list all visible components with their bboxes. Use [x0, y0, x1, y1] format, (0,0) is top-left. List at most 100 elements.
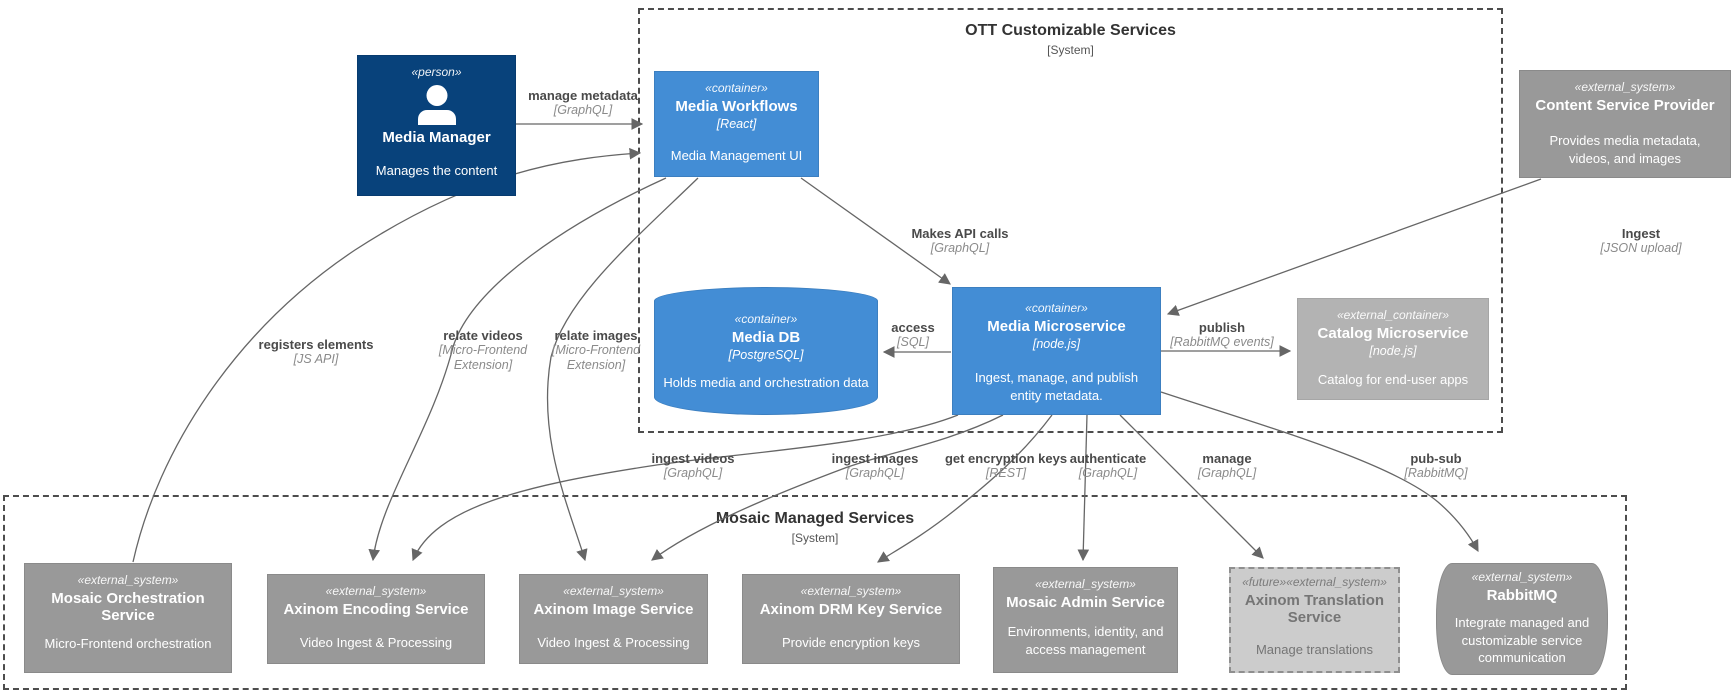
node-name: Media Microservice — [987, 318, 1126, 335]
node-media-workflows: «container» Media Workflows [React] Medi… — [654, 71, 819, 177]
node-stereotype: «external_system» — [1471, 570, 1573, 584]
edge-tech-text: [REST] — [985, 466, 1027, 481]
edge-tech-text: [Micro-Frontend Extension] — [438, 343, 528, 373]
node-rabbitmq: «external_system» RabbitMQ Integrate man… — [1436, 563, 1608, 675]
edge-label-text: registers elements — [258, 337, 374, 352]
node-axinom-drm-key-service: «external_system» Axinom DRM Key Service… — [742, 574, 960, 664]
boundary-title: OTT Customizable Services [System] — [640, 22, 1501, 57]
edge-tech-text: [RabbitMQ] — [1404, 466, 1468, 481]
node-name: Axinom Image Service — [533, 601, 694, 618]
node-stereotype: «external_system» — [77, 573, 179, 587]
node-description: Catalog for end-user apps — [1317, 372, 1469, 388]
node-mosaic-admin-service: «external_system» Mosaic Admin Service E… — [993, 567, 1178, 673]
edge-label-ingest: Ingest [JSON upload] — [1600, 226, 1681, 256]
edge-label-text: relate videos — [443, 328, 523, 343]
edge-label-text: relate images — [554, 328, 638, 343]
edge-label-text: manage metadata — [528, 88, 638, 103]
edge-tech-text: [SQL] — [897, 335, 929, 350]
node-name: Axinom Translation Service — [1244, 592, 1385, 627]
node-name: Media DB — [731, 329, 801, 346]
node-axinom-translation-service: «future»«external_system» Axinom Transla… — [1229, 567, 1400, 673]
node-name: Content Service Provider — [1535, 97, 1715, 114]
edge-label-publish: publish [RabbitMQ events] — [1170, 320, 1274, 350]
edge-label-manage-metadata: manage metadata [GraphQL] — [528, 88, 638, 118]
node-name: Mosaic Admin Service — [1006, 594, 1165, 611]
node-stereotype: «external_system» — [563, 584, 664, 598]
node-technology: [React] — [716, 117, 757, 132]
edge-label-text: ingest images — [831, 451, 919, 466]
node-stereotype: «future»«external_system» — [1242, 575, 1387, 589]
edge-tech-text: [GraphQL] — [553, 103, 613, 118]
edge-tech-text: [GraphQL] — [845, 466, 905, 481]
edge-relate-videos-line — [368, 177, 667, 562]
boundary-ott-customizable-services: OTT Customizable Services [System] — [638, 8, 1503, 433]
edge-label-makes-api-calls: Makes API calls [GraphQL] — [911, 226, 1008, 256]
boundary-mosaic-managed-services: Mosaic Managed Services [System] — [3, 495, 1627, 690]
edge-label-text: ingest videos — [651, 451, 735, 466]
node-description: Micro-Frontend orchestration — [44, 635, 212, 651]
node-stereotype: «external_system» — [1035, 577, 1136, 591]
node-stereotype: «external_system» — [1574, 80, 1676, 94]
node-description: Video Ingest & Processing — [299, 635, 453, 651]
node-mosaic-orchestration-service: «external_system» Mosaic Orchestration S… — [24, 563, 232, 673]
boundary-title-text: Mosaic Managed Services — [715, 510, 915, 527]
edge-label-relate-videos: relate videos [Micro-Frontend Extension] — [424, 328, 542, 373]
edge-ingest-images-line — [651, 414, 1004, 561]
node-stereotype: «container» — [705, 81, 768, 95]
edge-registers-elements-line — [132, 147, 642, 563]
edge-label-text: manage — [1202, 451, 1252, 466]
node-stereotype: «container» — [1025, 301, 1088, 315]
edge-label-pub-sub: pub-sub [RabbitMQ] — [1404, 451, 1467, 481]
node-media-microservice: «container» Media Microservice [node.js]… — [952, 287, 1161, 415]
edge-label-text: publish — [1198, 320, 1246, 335]
node-description: Video Ingest & Processing — [537, 635, 690, 651]
node-stereotype: «person» — [411, 65, 462, 79]
edge-makes-api-calls-line — [800, 177, 951, 285]
edge-tech-text: [RabbitMQ events] — [1170, 335, 1274, 350]
node-media-manager: «person» Media Manager Manages the conte… — [357, 55, 516, 196]
edge-tech-text: [JS API] — [293, 352, 339, 367]
node-description: Provides media metadata, videos, and ima… — [1549, 133, 1701, 166]
edge-tech-text: [GraphQL] — [1078, 466, 1138, 481]
boundary-title-text: OTT Customizable Services — [965, 22, 1176, 39]
edge-label-get-encryption-keys: get encryption keys [REST] — [945, 451, 1067, 481]
node-technology: [node.js] — [1369, 344, 1417, 359]
node-technology: [node.js] — [1032, 337, 1081, 352]
edge-label-manage: manage [GraphQL] — [1198, 451, 1256, 481]
boundary-title: Mosaic Managed Services [System] — [5, 510, 1625, 545]
node-stereotype: «external_system» — [800, 584, 902, 598]
edge-label-ingest-videos: ingest videos [GraphQL] — [651, 451, 734, 481]
node-axinom-encoding-service: «external_system» Axinom Encoding Servic… — [267, 574, 485, 664]
edge-authenticate-line — [1077, 414, 1090, 562]
edge-label-relate-images: relate images [Micro-Frontend Extension] — [537, 328, 655, 373]
node-stereotype: «external_container» — [1336, 308, 1450, 322]
edge-label-text: access — [891, 320, 935, 335]
node-description: Ingest, manage, and publish entity metad… — [974, 370, 1139, 403]
node-technology: [PostgreSQL] — [728, 348, 804, 363]
edge-label-ingest-images: ingest images [GraphQL] — [832, 451, 919, 481]
node-content-service-provider: «external_system» Content Service Provid… — [1519, 70, 1731, 178]
edge-label-text: pub-sub — [1410, 451, 1462, 466]
edge-label-text: Makes API calls — [911, 226, 1009, 241]
person-icon — [415, 85, 459, 125]
node-name: Media Manager — [382, 129, 491, 146]
edge-label-authenticate: authenticate [GraphQL] — [1070, 451, 1147, 481]
node-description: Integrate managed and customizable servi… — [1454, 615, 1590, 665]
edge-label-text: get encryption keys — [944, 451, 1068, 466]
node-name: Catalog Microservice — [1317, 325, 1469, 342]
database-cylinder-body — [654, 301, 878, 415]
edge-manage-line — [1119, 414, 1264, 559]
edge-tech-text: [GraphQL] — [663, 466, 723, 481]
node-catalog-microservice: «external_container» Catalog Microservic… — [1297, 298, 1489, 400]
edge-label-registers-elements: registers elements [JS API] — [259, 337, 374, 367]
node-media-db: «container» Media DB [PostgreSQL] Holds … — [654, 287, 878, 415]
node-name: Mosaic Orchestration Service — [51, 590, 205, 625]
edge-label-text: Ingest — [1621, 226, 1661, 241]
edge-label-access: access [SQL] — [891, 320, 934, 350]
node-description: Provide encryption keys — [781, 635, 920, 651]
edge-tech-text: [JSON upload] — [1600, 241, 1682, 256]
node-name: Axinom Encoding Service — [283, 601, 469, 618]
node-description: Manage translations — [1255, 641, 1374, 657]
